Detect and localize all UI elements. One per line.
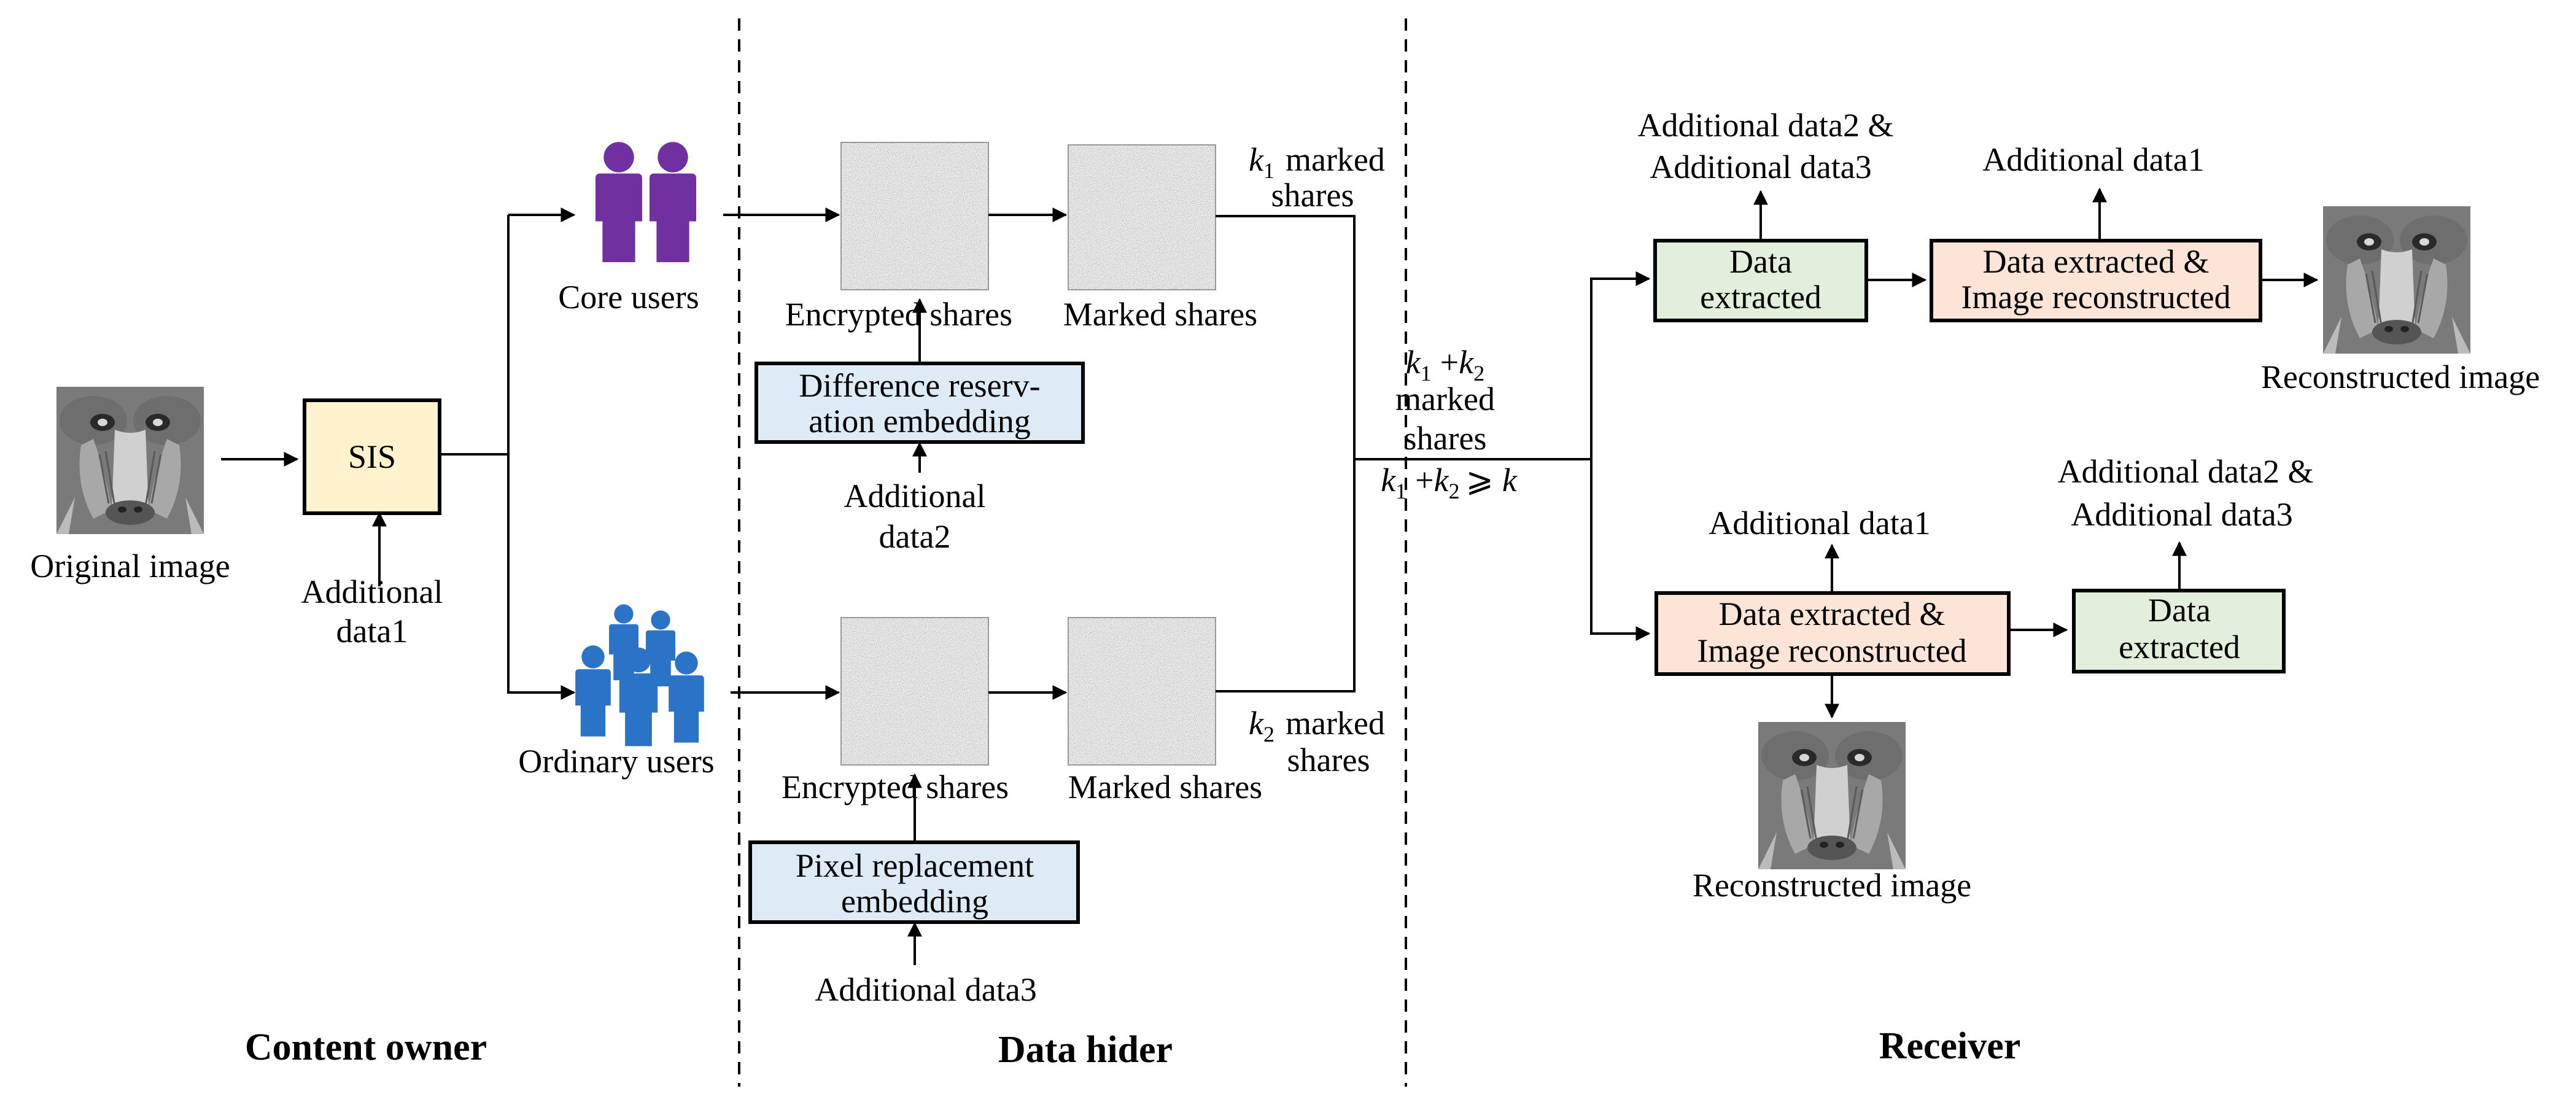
encrypted-shares-top-label: Encrypted shares: [785, 296, 1012, 333]
cond-k1: k: [1381, 462, 1396, 499]
bottom-reconstructed-image: [1757, 721, 1907, 871]
k2-symbol: k: [1249, 705, 1264, 742]
top-data-extracted-line1: Data: [1729, 243, 1792, 280]
top-data-extracted-line2: extracted: [1700, 279, 1821, 316]
bottom-reconstruct-line2: Image reconstructed: [1697, 632, 1966, 669]
sum-k1: k: [1406, 344, 1421, 381]
encrypted-shares-bottom-label: Encrypted shares: [782, 769, 1009, 805]
k1-plus-k2-label: k1+k2 marked shares: [1395, 344, 1495, 457]
sum-k2: k: [1459, 344, 1474, 381]
core-users-icon: [596, 142, 696, 262]
k2-subscript: 2: [1263, 722, 1274, 747]
k1-subscript: 1: [1263, 158, 1274, 183]
top-reconstruct-line1: Data extracted &: [1983, 243, 2209, 280]
difference-box-line2: ation embedding: [809, 403, 1030, 440]
top-reconstructed-image: [2322, 205, 2472, 355]
cond-plus: +: [1415, 462, 1433, 499]
difference-box-line1: Difference reserv-: [799, 367, 1040, 404]
sis-box: [303, 398, 441, 515]
merge-line: [1216, 215, 1356, 692]
top-data-extracted-box: [1653, 239, 1868, 322]
original-image-label: Original image: [30, 548, 230, 584]
arrow-to-ordinary-users: [507, 454, 576, 700]
top-reconstruct-box: [1930, 239, 2262, 322]
sum-shares-text: shares: [1404, 420, 1487, 457]
sum-sub2: 2: [1473, 361, 1484, 386]
pixel-box-line2: embedding: [841, 883, 988, 920]
cond-geq: ⩾: [1466, 462, 1494, 499]
top-additional-line1: Additional data2 &: [1638, 107, 1894, 144]
top-additional-line2: Additional data3: [1650, 149, 1871, 185]
additional-data2-line2: data2: [879, 518, 951, 555]
split-line: [440, 215, 510, 456]
cond-k: k: [1502, 462, 1518, 499]
bottom-additional-line1: Additional data2 &: [2058, 453, 2314, 490]
marked-share-bottom: [1068, 617, 1216, 766]
arrow-to-bottom-path: [1590, 459, 1651, 641]
cond-k2: k: [1434, 462, 1449, 499]
top-additional-data1: Additional data1: [1982, 141, 2204, 178]
marked-shares-top-label: Marked shares: [1063, 296, 1257, 333]
core-users-label: Core users: [558, 279, 699, 316]
bottom-additional-line2: Additional data3: [2071, 496, 2292, 533]
pixel-box-line1: Pixel replacement: [796, 847, 1034, 884]
ordinary-users-icon: [575, 604, 704, 747]
additional-data2-line1: Additional: [844, 478, 986, 514]
bottom-data-extracted-line2: extracted: [2119, 629, 2240, 665]
encrypted-share-bottom: [840, 617, 989, 766]
marked-share-top: [1068, 144, 1216, 290]
bottom-data-extracted-box: [2072, 589, 2286, 673]
sis-label: SIS: [348, 438, 396, 475]
k1-marked-shares-label: k1 marked shares: [1249, 141, 1385, 214]
bottom-reconstruct-line1: Data extracted &: [1719, 595, 1946, 632]
svg-text:k1+k2: k1+k2: [1406, 344, 1484, 386]
sum-plus: +: [1440, 344, 1459, 381]
cond-sub1: 1: [1395, 479, 1406, 503]
sum-sub1: 1: [1421, 361, 1432, 386]
section-data-hider: Data hider: [998, 1029, 1173, 1071]
k1-marked-text: marked: [1286, 141, 1385, 178]
bottom-additional-data1: Additional data1: [1709, 505, 1930, 541]
k1-symbol: k: [1249, 141, 1264, 178]
section-content-owner: Content owner: [245, 1026, 487, 1068]
original-image: [55, 386, 205, 535]
encrypted-share-top: [840, 142, 989, 290]
additional-data1-line2: data1: [336, 613, 408, 650]
cond-sub2: 2: [1449, 479, 1460, 503]
k2-shares-text: shares: [1287, 742, 1370, 778]
condition-label: k1+k2⩾k: [1381, 462, 1518, 503]
bottom-reconstructed-image-label: Reconstructed image: [1693, 867, 1971, 904]
svg-text:k1+k2⩾k: k1+k2⩾k: [1381, 462, 1518, 503]
k2-marked-shares-label: k2 marked shares: [1249, 705, 1385, 778]
k2-marked-text: marked: [1286, 705, 1385, 742]
additional-data1-line1: Additional: [301, 573, 443, 610]
bottom-data-extracted-line1: Data: [2148, 592, 2211, 629]
additional-data3-label: Additional data3: [815, 971, 1036, 1008]
top-reconstruct-line2: Image reconstructed: [1961, 279, 2230, 316]
section-receiver: Receiver: [1879, 1025, 2021, 1067]
sum-marked-text: marked: [1395, 381, 1495, 417]
arrow-to-top-path: [1590, 271, 1651, 459]
k1-shares-text: shares: [1271, 177, 1354, 214]
top-reconstructed-image-label: Reconstructed image: [2261, 359, 2540, 395]
ordinary-users-label: Ordinary users: [518, 743, 714, 780]
marked-shares-bottom-label: Marked shares: [1068, 769, 1262, 805]
